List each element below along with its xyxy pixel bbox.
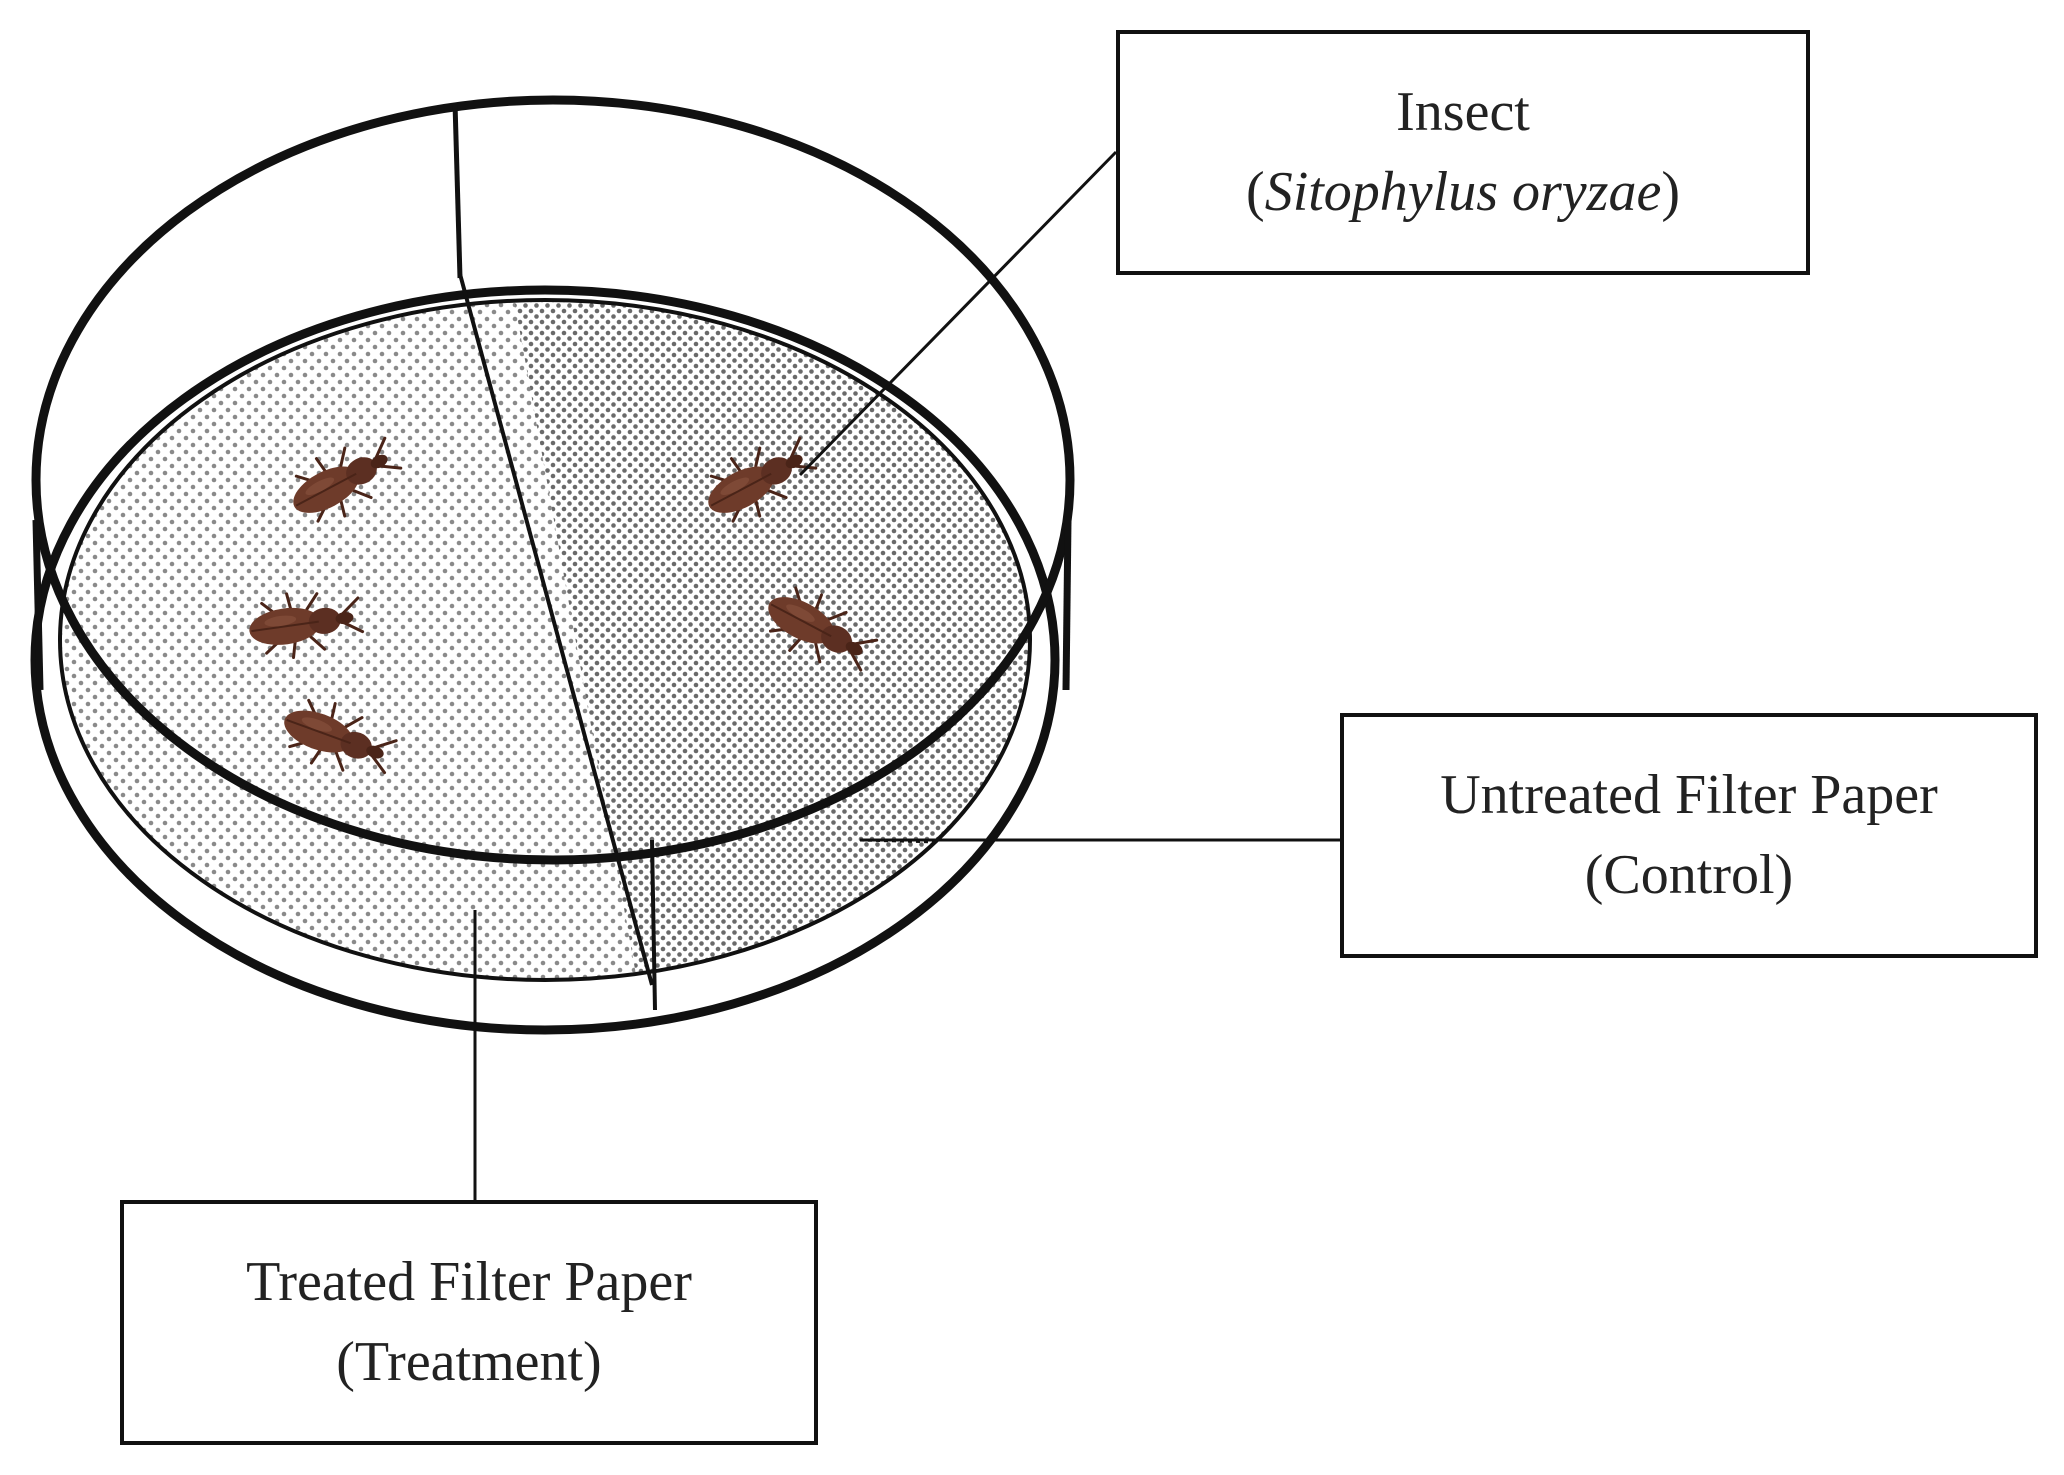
- insect-label-box: Insect (Sitophylus oryzae): [1116, 30, 1810, 275]
- divider-line: [458, 273, 654, 986]
- untreated-label-title: Untreated Filter Paper: [1440, 763, 1938, 826]
- leader-untreated-tick: [859, 838, 941, 844]
- insect-label-species-line: (Sitophylus oryzae): [1246, 153, 1680, 233]
- dish-right-wall: [1062, 519, 1072, 691]
- dish-bottom-rim: [30, 285, 1060, 1035]
- filter-paper: [58, 298, 1032, 982]
- insect-label-title: Insect: [1396, 80, 1530, 143]
- leader-insect: [798, 150, 1118, 477]
- leader-lines: [473, 150, 1340, 1200]
- dish-lid-rim: [31, 95, 1075, 865]
- dish-left-wall: [32, 519, 44, 691]
- treated-label-title: Treated Filter Paper: [246, 1250, 692, 1313]
- treated-label-box: Treated Filter Paper (Treatment): [120, 1200, 818, 1445]
- treated-label-subtitle: (Treatment): [336, 1330, 602, 1393]
- divider-front-line: [650, 839, 657, 1011]
- untreated-label-box: Untreated Filter Paper (Control): [1340, 713, 2038, 958]
- insect-label-species: Sitophylus oryzae: [1264, 160, 1662, 223]
- treated-filter-paper-half: [60, 300, 655, 980]
- filter-paper-edge: [58, 298, 1032, 982]
- insect-label-open-paren: (: [1246, 160, 1265, 223]
- untreated-label-subtitle: (Control): [1584, 843, 1794, 906]
- insect-label-close-paren: ): [1661, 160, 1680, 223]
- untreated-filter-paper-half: [460, 300, 1030, 980]
- lid-divider-line: [452, 102, 463, 279]
